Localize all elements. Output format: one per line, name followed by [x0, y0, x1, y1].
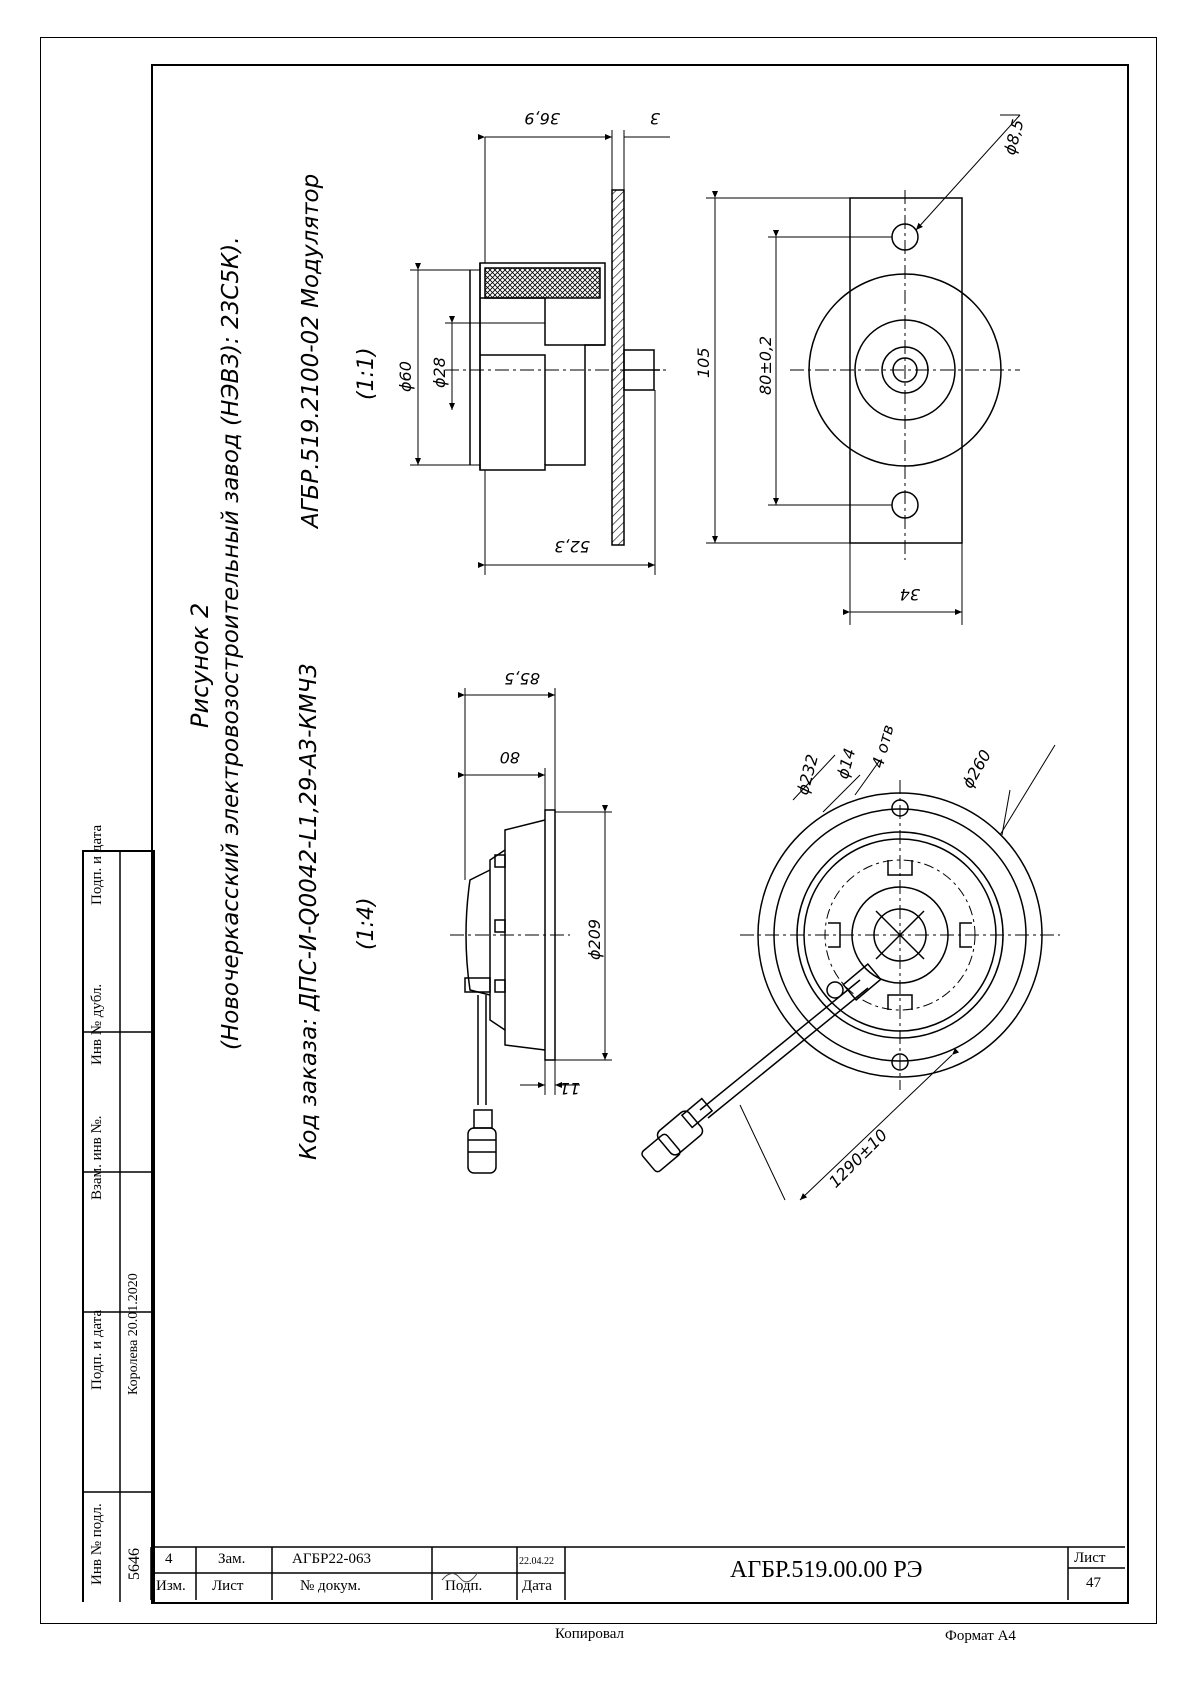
manufacturer-text: (Новочеркасский электровозостроительный …	[218, 236, 244, 1050]
dim-d28: ϕ28	[430, 357, 449, 388]
dim-11: 11	[559, 1079, 580, 1098]
front-view-dims	[706, 114, 1021, 625]
dim-52-3: 52,3	[554, 537, 590, 556]
stamp-hdr-izm: Изм.	[156, 1578, 186, 1594]
dim-34: 34	[899, 585, 920, 604]
format-label: Формат А4	[945, 1628, 1016, 1644]
dim-d60: ϕ60	[396, 361, 415, 392]
stamp-izm-value: 4	[165, 1551, 173, 1567]
dim-105: 105	[694, 347, 713, 378]
sensor-front-view	[641, 780, 1060, 1173]
sensor-side-dims	[458, 688, 612, 1095]
dim-3: 3	[649, 109, 660, 128]
figure-title: Рисунок 2	[186, 602, 214, 728]
stamp-hdr-list: Лист	[212, 1578, 244, 1594]
document-designation: АГБР.519.00.00 РЭ	[730, 1557, 923, 1583]
outer-border	[40, 37, 1157, 1624]
order-code: Код заказа: ДПС-И-Q0042-L1,29-А3-КМЧ3	[296, 663, 322, 1160]
signature-mark	[441, 1571, 479, 1583]
stamp-hdr-date: Дата	[522, 1578, 552, 1594]
sheet-label: Лист	[1074, 1550, 1106, 1566]
dim-36-9: 36,9	[524, 109, 560, 128]
sheet-number: 47	[1086, 1575, 1101, 1591]
stamp-hdr-doc: № докум.	[300, 1578, 361, 1594]
dim-80-sensor: 80	[499, 748, 520, 767]
side-table-lines	[84, 852, 153, 1602]
model-text: АГБР.519.2100-02 Модулятор	[298, 173, 324, 528]
stamp-doc-value: АГБР22-063	[292, 1551, 371, 1567]
scale-right: (1:1)	[354, 347, 379, 400]
sensor-front-dims	[739, 744, 1056, 1201]
stamp-list-value: Зам.	[218, 1551, 246, 1567]
scale-left: (1:4)	[354, 897, 379, 950]
drawing-frame	[151, 64, 1129, 1604]
stamp-date-value: 22.04.22	[519, 1556, 554, 1567]
modulator-front-view	[790, 190, 1020, 560]
dim-85-5: 85,5	[504, 669, 540, 688]
copied-label: Копировал	[555, 1626, 624, 1642]
stamp-hdr-podp: Подп.	[445, 1578, 483, 1594]
dim-d209: ϕ209	[585, 918, 604, 960]
dim-80: 80±0,2	[756, 335, 775, 395]
side-stamp-table	[82, 850, 155, 1602]
sensor-side-view	[450, 809, 570, 1174]
title-block-lines	[151, 1546, 1125, 1600]
side-view-dims	[410, 130, 670, 575]
modulator-side-view	[445, 189, 670, 546]
